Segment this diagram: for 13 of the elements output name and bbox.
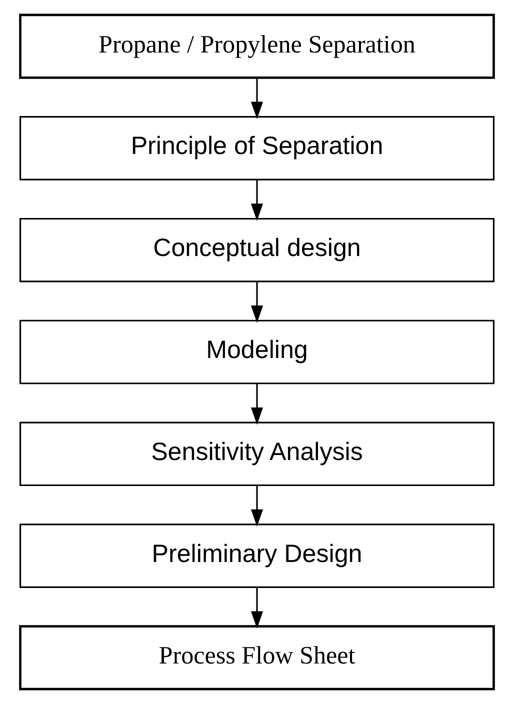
arrow: [250, 486, 263, 527]
node-box: Modeling: [18, 320, 494, 384]
arrow: [250, 78, 263, 120]
arrow: [250, 282, 263, 323]
node-box: Conceptual design: [18, 218, 494, 282]
arrow: [250, 384, 263, 425]
node-box: Process Flow Sheet: [18, 625, 494, 690]
node-box: Principle of Separation: [18, 116, 494, 180]
node-box: Preliminary Design: [18, 524, 494, 588]
node-box: Sensitivity Analysis: [18, 422, 494, 486]
arrow: [250, 588, 263, 629]
arrow: [250, 180, 263, 221]
node-box: Propane / Propylene Separation: [18, 14, 494, 79]
